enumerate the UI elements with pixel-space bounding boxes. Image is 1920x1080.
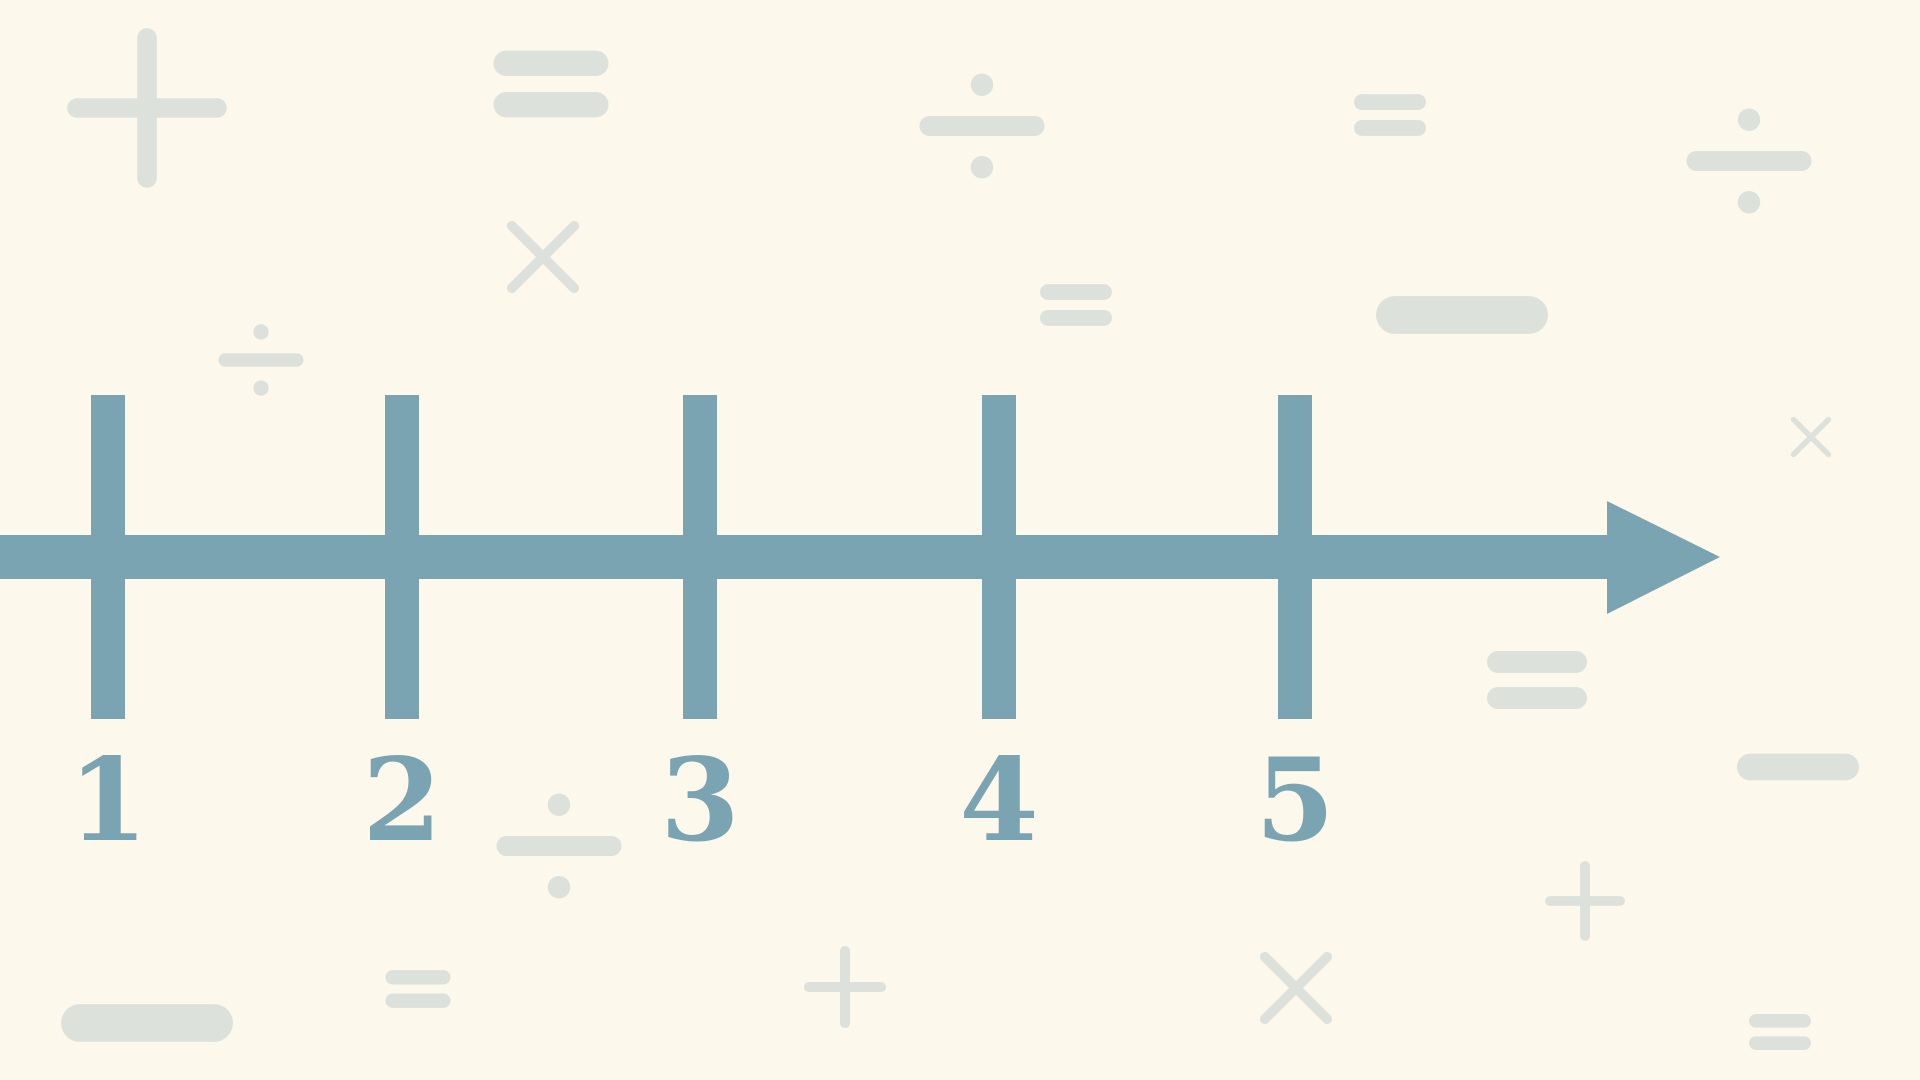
equals-icon	[1487, 651, 1587, 709]
tick-label: 3	[660, 733, 739, 867]
decoration-layer	[60, 28, 1859, 1050]
divide-dot-bottom	[547, 876, 571, 899]
divide-dot-bottom	[253, 380, 269, 396]
number-line-arrowhead	[1607, 501, 1720, 614]
divide-icon	[919, 73, 1045, 179]
divide-icon	[1686, 108, 1812, 214]
number-line: 1 2 3 4 5	[0, 395, 1720, 867]
tick-label: 1	[68, 733, 147, 867]
times-icon	[1259, 951, 1333, 1025]
divide-dot-top	[253, 324, 269, 340]
divide-dot-bottom	[970, 156, 994, 179]
equals-icon	[493, 50, 609, 118]
number-line-axis	[0, 535, 1610, 579]
tick-mark	[1278, 395, 1312, 719]
tick-mark	[683, 395, 717, 719]
divide-dot-top	[1737, 108, 1761, 131]
tick-label: 2	[362, 733, 441, 867]
divide-dot-bottom	[1737, 191, 1761, 214]
equals-icon	[1354, 94, 1426, 136]
times-icon	[1790, 416, 1832, 458]
times-icon	[506, 220, 580, 294]
equals-icon	[385, 970, 451, 1008]
divide-dot-top	[970, 73, 994, 96]
tick-label: 4	[959, 733, 1038, 867]
equals-icon	[1748, 1014, 1812, 1050]
times-bar-b	[506, 220, 580, 294]
times-bar-b	[1790, 416, 1832, 458]
times-bar-b	[1259, 951, 1333, 1025]
tick-mark	[385, 395, 419, 719]
plus-icon	[803, 945, 887, 1029]
tick-label: 5	[1255, 733, 1334, 867]
equals-icon	[1040, 284, 1112, 326]
plus-icon	[1545, 861, 1625, 941]
tick-mark	[91, 395, 125, 719]
plus-icon	[67, 28, 227, 188]
tick-mark	[982, 395, 1016, 719]
divide-dot-top	[547, 793, 571, 816]
divide-icon	[496, 793, 622, 899]
divide-icon	[218, 324, 304, 396]
